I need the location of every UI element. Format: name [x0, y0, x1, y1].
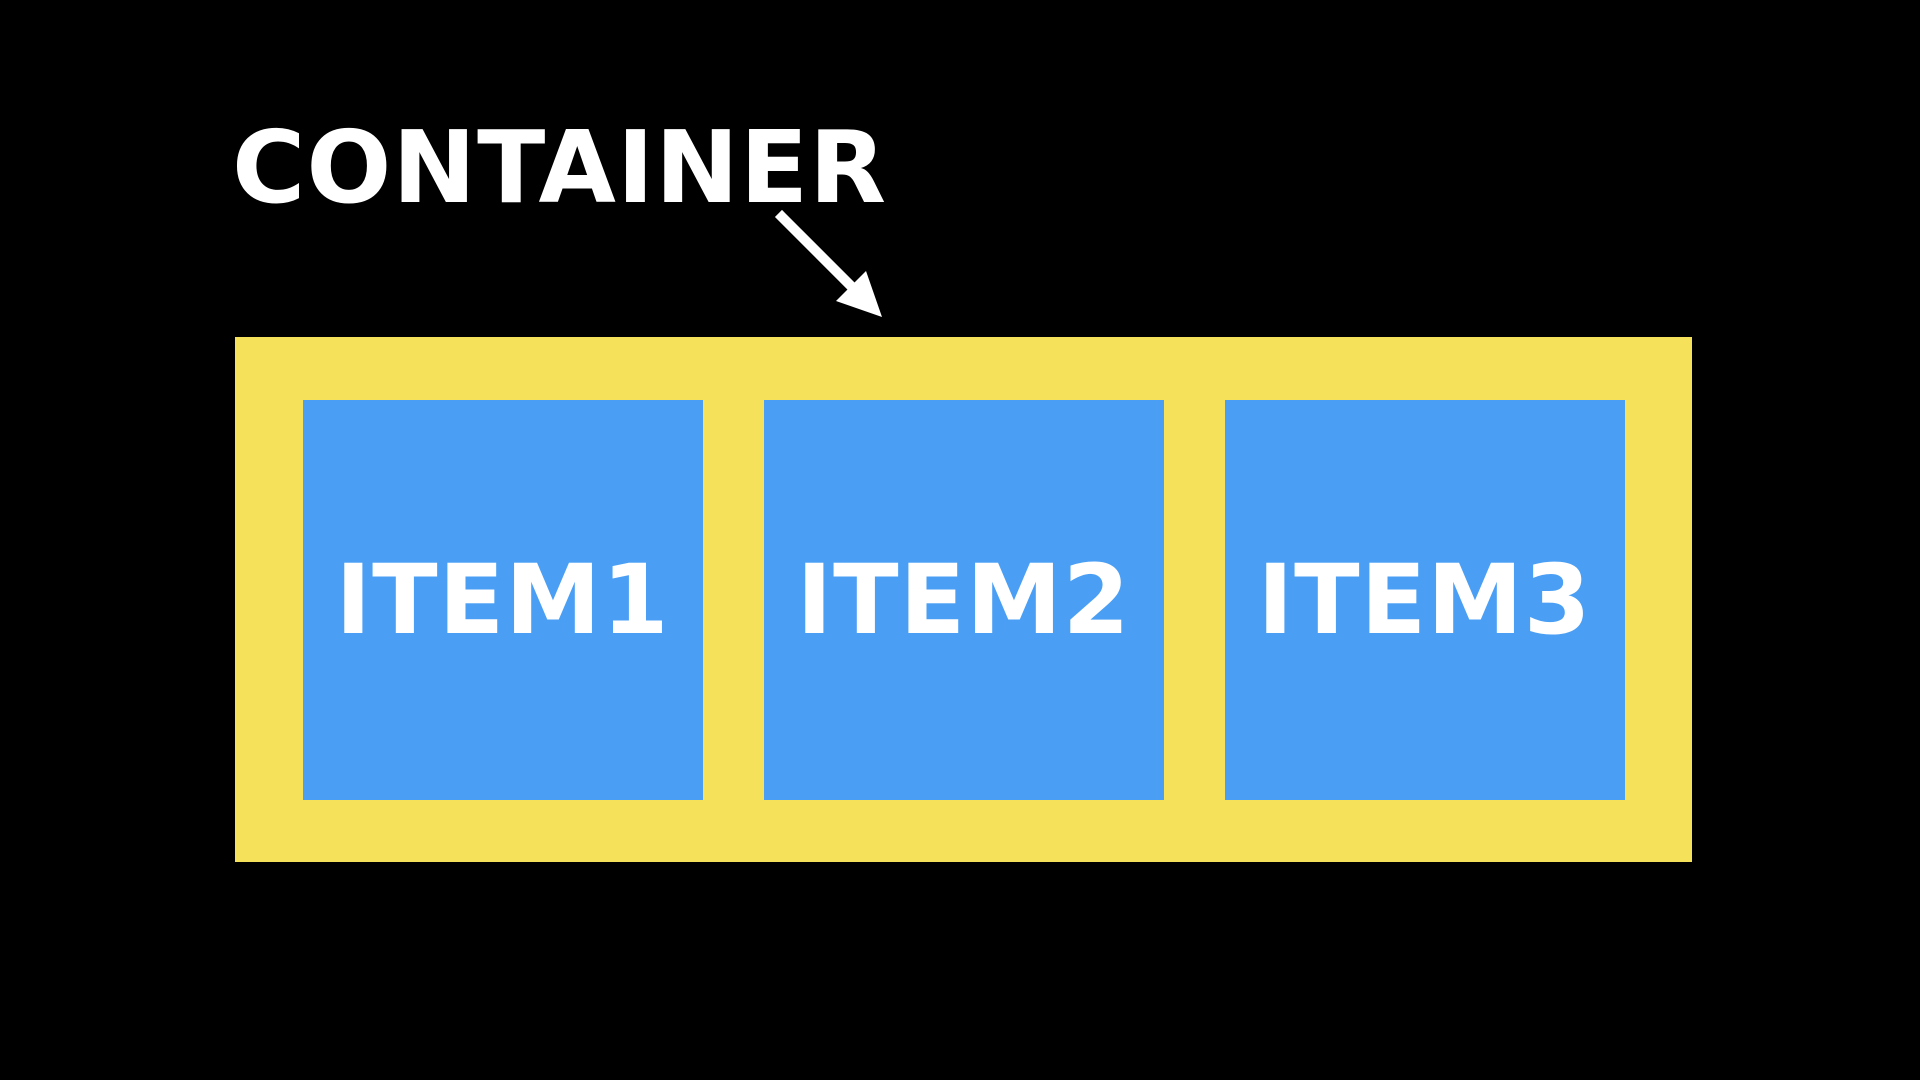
flex-item-1-label: ITEM1: [335, 543, 670, 656]
flex-item-3-label: ITEM3: [1257, 543, 1592, 656]
flex-item-1: ITEM1: [302, 399, 703, 800]
arrow-icon: [774, 209, 882, 317]
flex-container-box: ITEM1 ITEM2 ITEM3: [235, 337, 1692, 862]
flex-item-3: ITEM3: [1224, 399, 1625, 800]
flex-item-2: ITEM2: [763, 399, 1164, 800]
flex-item-2-label: ITEM2: [796, 543, 1131, 656]
container-label: CONTAINER: [232, 109, 888, 226]
